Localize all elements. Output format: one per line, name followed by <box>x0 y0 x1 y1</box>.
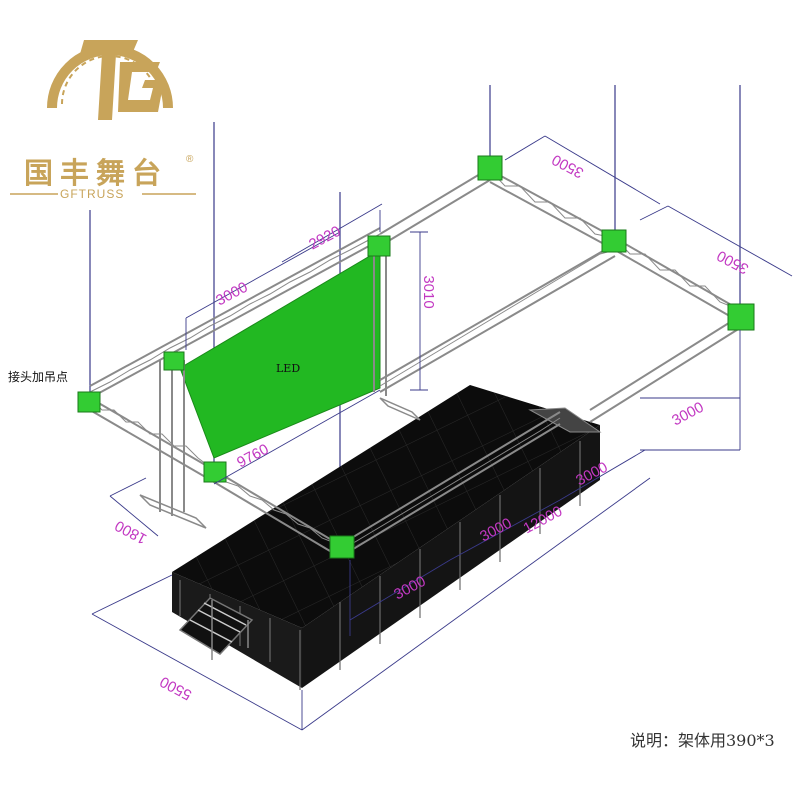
dim-3500-mid: 3500 <box>714 247 751 278</box>
dim-3000-right: 3000 <box>669 399 706 430</box>
dim-5500: 5500 <box>157 673 194 704</box>
dim-3010: 3010 <box>420 275 437 308</box>
dim-3000-led: 3000 <box>213 279 250 310</box>
dim-3500-top: 3500 <box>549 151 586 182</box>
brand-name-en: GFTRUSS <box>60 187 124 201</box>
dim-2920: 2920 <box>306 223 343 254</box>
truss-left-post <box>159 360 185 516</box>
corner-blocks <box>77 155 755 559</box>
stairs <box>178 597 254 660</box>
truss-front-long-beam <box>339 411 561 558</box>
corner-block-post-top <box>163 351 185 371</box>
corner-block-post-bottom <box>203 461 227 483</box>
corner-block-led-top <box>367 235 391 257</box>
registered-mark: ® <box>186 154 194 165</box>
truss-base-plates <box>139 397 421 529</box>
truss-back-top-beam <box>489 169 616 251</box>
brand-logo <box>47 40 173 120</box>
truss-left-cross-beam <box>89 227 381 399</box>
truss-right-post <box>373 240 387 396</box>
truss-front-right-beam <box>213 469 341 558</box>
dim-1800: 1800 <box>112 517 149 548</box>
hang-point-label: 接头加吊点 <box>8 369 68 384</box>
corner-block-front-right <box>329 535 355 559</box>
truss-middle-long-beam <box>379 243 616 393</box>
truss-right-side-beam <box>589 315 741 423</box>
note-text: 说明：架体用390*3 <box>630 731 775 750</box>
truss-right-top-beam <box>614 237 741 323</box>
corner-block-back-left <box>477 155 503 181</box>
dimension-lines <box>91 135 793 731</box>
corner-block-back-mid <box>601 229 627 253</box>
truss-front-left-beam <box>89 397 215 483</box>
corner-block-front-left <box>77 391 101 413</box>
corner-block-back-right <box>727 303 755 331</box>
led-screen <box>179 249 381 459</box>
truss-frame <box>89 167 741 558</box>
ramp-right <box>528 407 602 433</box>
led-label: LED <box>276 362 300 375</box>
truss-back-left-beam <box>379 167 491 247</box>
brand-name-cn: 国丰舞台 <box>24 156 168 190</box>
